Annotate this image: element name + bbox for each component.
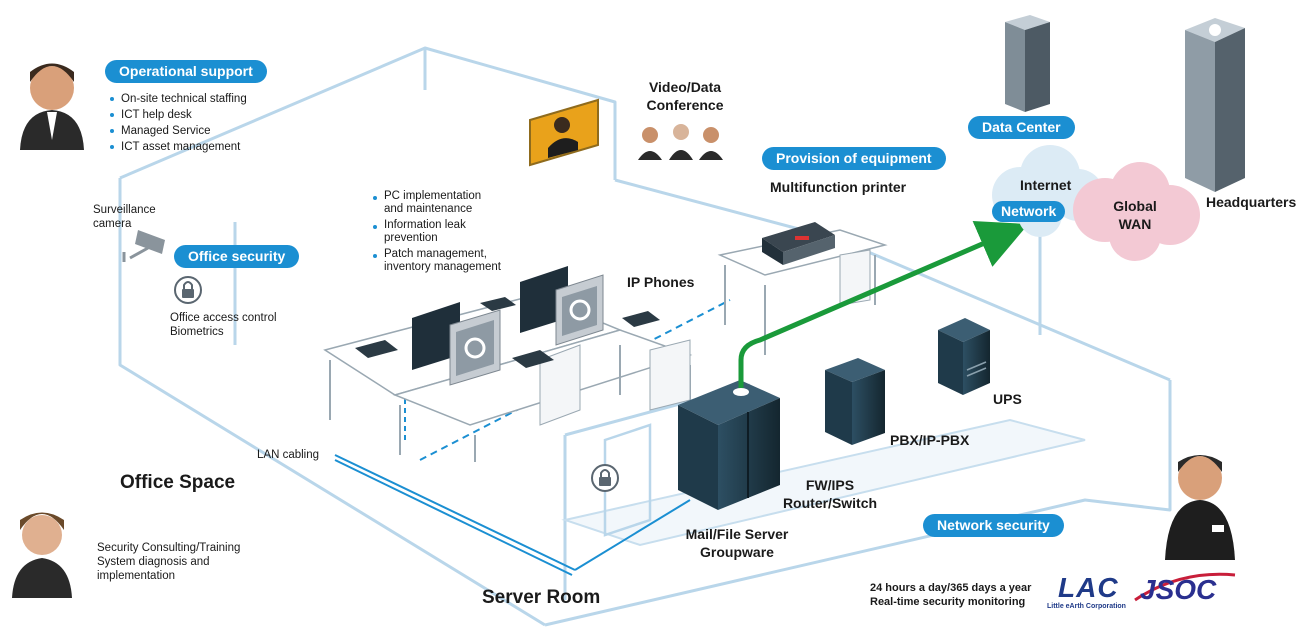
lac-logo-subtitle: Little eArth Corporation — [1047, 603, 1126, 610]
jsoc-logo-swoosh — [1134, 572, 1236, 602]
lan-cabling-label: LAN cabling — [257, 449, 320, 461]
multifunction-printer-icon — [762, 222, 835, 265]
surveillance-camera-label: Surveillance camera — [93, 204, 156, 230]
operational-support-list: On-site technical staffing ICT help desk… — [110, 91, 247, 155]
ups-icon — [938, 318, 990, 395]
list-item: Information leak prevention — [373, 219, 501, 245]
data-center-building-icon — [1005, 15, 1050, 112]
conference-participants-icon — [638, 124, 723, 160]
ups-label: UPS — [993, 391, 1022, 407]
office-space-title: Office Space — [120, 472, 236, 493]
office-room-outline — [118, 46, 1172, 627]
operational-support-badge: Operational support — [105, 60, 267, 83]
provision-of-equipment-badge: Provision of equipment — [762, 147, 946, 170]
multifunction-printer-label: Multifunction printer — [770, 179, 907, 195]
data-center-badge: Data Center — [968, 116, 1075, 139]
network-badge: Network — [992, 201, 1066, 222]
pbx-label: PBX/IP-PBX — [890, 432, 970, 448]
headquarters-label: Headquarters — [1206, 194, 1297, 210]
pbx-server-icon — [825, 358, 885, 445]
office-access-label: Office access control Biometrics — [170, 312, 277, 338]
video-conference-screen — [529, 98, 599, 167]
server-room-lock-icon — [591, 464, 619, 492]
server-room-floor — [561, 418, 1086, 547]
internet-label: Internet — [1020, 177, 1072, 193]
video-conference-label: Video/Data Conference — [646, 79, 724, 113]
network-security-engineer-icon — [1165, 455, 1235, 560]
list-item: ICT help desk — [110, 107, 247, 123]
ip-phones — [355, 297, 660, 368]
security-consultant-icon — [12, 512, 72, 598]
monitoring-text: 24 hours a day/365 days a year Real-time… — [870, 582, 1032, 608]
operational-support-agent-icon — [20, 63, 84, 150]
list-item: PC implementation and maintenance — [373, 190, 501, 216]
jsoc-logo: JSOC — [1140, 574, 1217, 605]
office-lock-icon — [174, 276, 202, 304]
headquarters-building-icon — [1185, 18, 1245, 192]
list-item: ICT asset management — [110, 139, 247, 155]
pc-management-list: PC implementation and maintenance Inform… — [373, 190, 501, 277]
lac-logo: LAC — [1058, 572, 1119, 603]
global-wan-label: Global WAN — [1113, 198, 1157, 232]
server-room-title: Server Room — [482, 587, 601, 608]
list-item: On-site technical staffing — [110, 91, 247, 107]
surveillance-camera-icon — [122, 230, 165, 262]
list-item: Patch management, inventory management — [373, 248, 501, 274]
global-wan-cloud — [1073, 162, 1200, 261]
server-rack-icon — [678, 380, 780, 510]
list-item: Managed Service — [110, 123, 247, 139]
security-consulting-text: Security Consulting/Training System diag… — [97, 542, 241, 582]
mail-server-label: Mail/File Server Groupware — [685, 526, 789, 560]
office-security-badge: Office security — [174, 245, 300, 268]
network-security-badge: Network security — [923, 514, 1064, 537]
pc-monitors — [412, 266, 604, 386]
fw-router-label: FW/IPS Router/Switch — [782, 477, 878, 511]
internet-uplink-arrow — [738, 220, 1029, 388]
ip-phones-label: IP Phones — [627, 274, 695, 290]
server-room-door — [603, 423, 652, 537]
